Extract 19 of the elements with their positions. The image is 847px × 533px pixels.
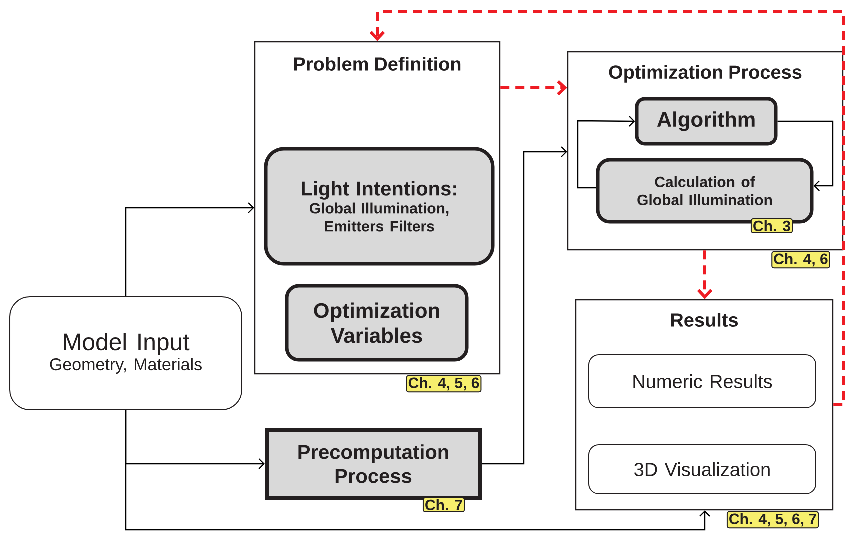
rounded-box: Numeric Results [588, 354, 816, 408]
arrow [125, 202, 254, 296]
rounded-box: Algorithm [635, 97, 778, 146]
chapter-badge: Ch. 7 [422, 497, 466, 512]
arrow [778, 120, 834, 192]
rounded-box: Light Intentions: Global Illumination, Emitters Filters [264, 147, 495, 266]
arrow [370, 10, 846, 406]
chapter-badge: Ch. 4, 5, 6, 7 [726, 511, 820, 529]
chapter-badge: Ch. 4, 5, 6 [406, 375, 482, 393]
rounded-box: 3D Visualization [588, 444, 816, 494]
arrow [697, 250, 713, 300]
rounded-box: Optimization Variables [285, 284, 469, 362]
arrow [125, 410, 710, 531]
process-box: Precomputation Process [265, 428, 482, 500]
arrow [482, 146, 568, 465]
chapter-badge: Ch. 4, 6 [772, 251, 830, 269]
arrow [577, 116, 636, 189]
input-box: Model Input Geometry, Materials [10, 296, 242, 410]
arrow [500, 80, 568, 96]
